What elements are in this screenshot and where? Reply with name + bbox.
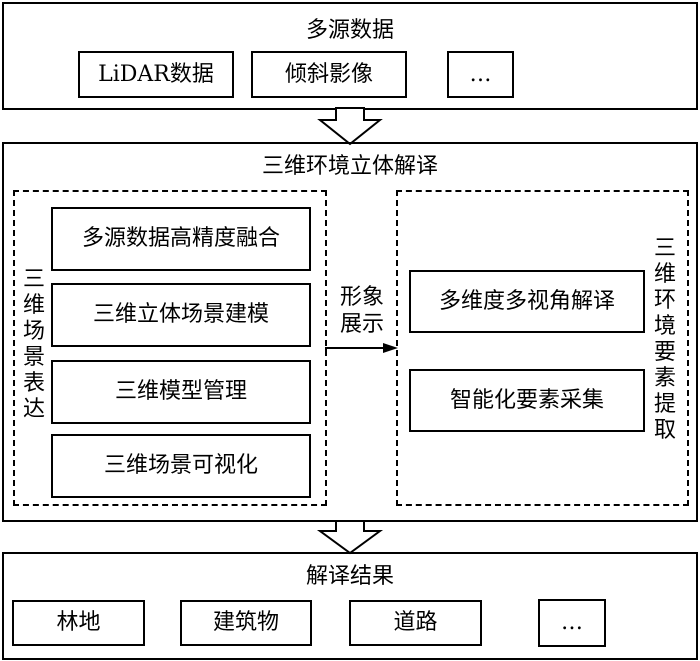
scene-item-visualization: 三维场景可视化 [51, 434, 311, 498]
result-item-road: 道路 [349, 600, 482, 646]
right-arrow-icon [325, 343, 398, 354]
element-extraction-group [396, 190, 689, 506]
connector-label: 形象展示 [339, 285, 384, 337]
scene-item-modeling: 三维立体场景建模 [51, 283, 311, 347]
source-data-title: 多源数据 [305, 18, 394, 43]
down-arrow-icon [317, 107, 383, 146]
result-title: 解译结果 [305, 564, 394, 589]
source-item-more: … [447, 51, 514, 98]
result-item-more: … [538, 599, 606, 647]
down-arrow-icon [316, 520, 384, 555]
element-extraction-label: 三维环境要素提取 [653, 236, 676, 443]
result-box [2, 552, 698, 660]
scene-item-fusion: 多源数据高精度融合 [51, 207, 311, 271]
source-item-oblique-imagery: 倾斜影像 [251, 51, 407, 98]
source-item-lidar: LiDAR数据 [78, 51, 234, 98]
scene-expression-label: 三维场景表达 [22, 267, 45, 422]
extraction-item-multiview: 多维度多视角解译 [409, 270, 645, 333]
result-item-forest: 林地 [12, 600, 145, 646]
result-item-building: 建筑物 [180, 600, 312, 646]
extraction-item-intelligent-collection: 智能化要素采集 [409, 369, 645, 432]
interpretation-title: 三维环境立体解译 [261, 154, 438, 179]
scene-item-model-management: 三维模型管理 [51, 360, 311, 424]
